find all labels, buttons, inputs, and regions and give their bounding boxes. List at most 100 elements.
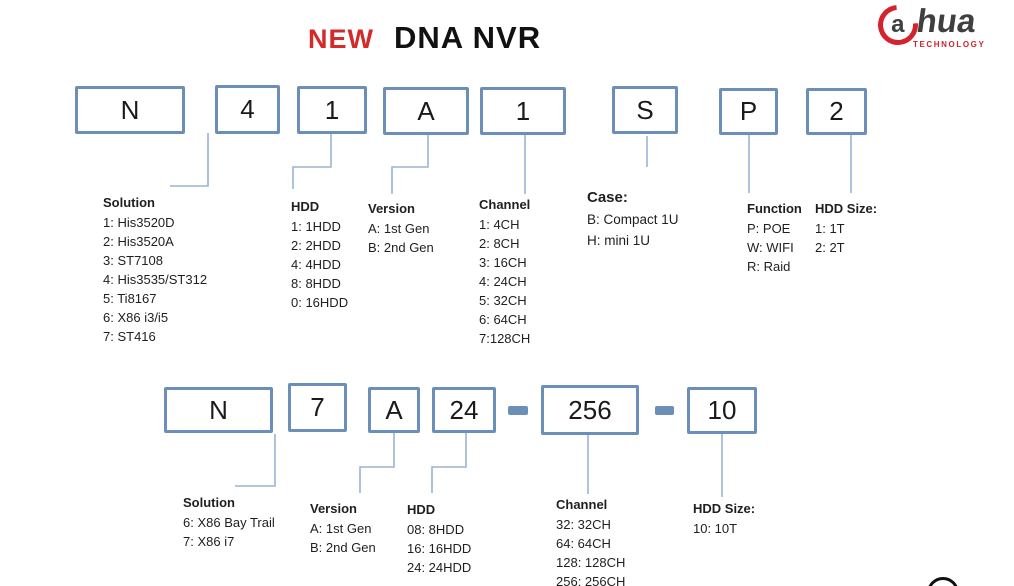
legend-heading: HDD Size: bbox=[815, 201, 878, 216]
legend-top-version: Version A: 1st Gen B: 2nd Gen bbox=[368, 200, 434, 257]
code-box-top-hdd: 4 bbox=[215, 85, 280, 134]
legend-item: 16: 16HDD bbox=[407, 541, 472, 556]
logo-tagline: TECHNOLOGY bbox=[913, 40, 986, 49]
legend-item: 2: His3520A bbox=[103, 234, 174, 249]
legend-bottom-hdd: HDD 08: 8HDD 16: 16HDD 24: 24HDD bbox=[407, 501, 471, 577]
legend-heading: Channel bbox=[556, 497, 608, 512]
legend-item: 32: 32CH bbox=[556, 517, 611, 532]
legend-heading: Case: bbox=[587, 189, 628, 206]
legend-item: A: 1st Gen bbox=[310, 521, 372, 536]
partial-circle-decoration bbox=[927, 577, 959, 586]
code-box-bottom-hddsize: 10 bbox=[687, 387, 757, 434]
legend-bottom-solution: Solution 6: X86 Bay Trail 7: X86 i7 bbox=[183, 494, 275, 551]
legend-item: 4: 24CH bbox=[479, 274, 527, 289]
legend-item: 7: X86 i7 bbox=[183, 534, 235, 549]
legend-top-hdd: HDD 1: 1HDD 2: 2HDD 4: 4HDD 8: 8HDD 0: 16HDD bbox=[291, 198, 348, 312]
legend-heading: HDD bbox=[407, 502, 436, 517]
legend-item: 2: 2T bbox=[815, 240, 845, 255]
logo-letter: a bbox=[891, 10, 905, 38]
legend-items: 1: 1HDD 2: 2HDD 4: 4HDD 8: 8HDD 0: 16HDD bbox=[291, 217, 348, 312]
legend-item: 128: 128CH bbox=[556, 555, 626, 570]
legend-heading: Solution bbox=[183, 495, 235, 510]
legend-top-channel: Channel 1: 4CH 2: 8CH 3: 16CH 4: 24CH 5: 32C… bbox=[479, 196, 530, 348]
code-box-top-case: S bbox=[612, 86, 678, 134]
code-box-bottom-channel: 256 bbox=[541, 385, 639, 435]
legend-item: B: 2nd Gen bbox=[368, 240, 434, 255]
legend-items: 10: 10T bbox=[693, 519, 755, 538]
legend-heading: Version bbox=[368, 201, 415, 216]
legend-item: A: 1st Gen bbox=[368, 221, 430, 236]
legend-item: 256: 256CH bbox=[556, 574, 626, 586]
legend-item: 5: Ti8167 bbox=[103, 291, 157, 306]
legend-bottom-version: Version A: 1st Gen B: 2nd Gen bbox=[310, 500, 376, 557]
legend-item: 2: 2HDD bbox=[291, 238, 341, 253]
legend-item: 1: 4CH bbox=[479, 217, 520, 232]
legend-items: 1: His3520D 2: His3520A 3: ST7108 4: His353… bbox=[103, 213, 207, 346]
legend-item: 64: 64CH bbox=[556, 536, 611, 551]
legend-item: B: Compact 1U bbox=[587, 212, 679, 227]
code-box-bottom-solution-n: N bbox=[164, 387, 273, 433]
legend-item: 24: 24HDD bbox=[407, 560, 472, 575]
legend-item: W: WIFI bbox=[747, 240, 794, 255]
legend-top-case: Case: B: Compact 1U H: mini 1U bbox=[587, 189, 679, 251]
legend-item: 5: 32CH bbox=[479, 293, 527, 308]
code-box-top-channel: 1 bbox=[480, 87, 566, 135]
legend-item: 6: X86 Bay Trail bbox=[183, 515, 275, 530]
legend-item: R: Raid bbox=[747, 259, 791, 274]
title-text: DNA NVR bbox=[394, 20, 542, 55]
code-box-top-function: P bbox=[719, 88, 778, 135]
legend-items: 1: 4CH 2: 8CH 3: 16CH 4: 24CH 5: 32CH 6: 64CH… bbox=[479, 215, 530, 348]
code-box-bottom-hdd: 24 bbox=[432, 387, 496, 433]
legend-items: P: POE W: WIFI R: Raid bbox=[747, 219, 802, 276]
dash-separator bbox=[508, 406, 528, 415]
legend-heading: HDD Size: bbox=[693, 501, 756, 516]
legend-item: 1: 1T bbox=[815, 221, 845, 236]
legend-heading: Version bbox=[310, 501, 357, 516]
legend-item: 8: 8HDD bbox=[291, 276, 341, 291]
legend-heading: Channel bbox=[479, 197, 531, 212]
legend-top-function: Function P: POE W: WIFI R: Raid bbox=[747, 200, 802, 276]
legend-item: 1: His3520D bbox=[103, 215, 175, 230]
legend-items: B: Compact 1U H: mini 1U bbox=[587, 209, 679, 251]
legend-heading: HDD bbox=[291, 199, 320, 214]
legend-item: 2: 8CH bbox=[479, 236, 520, 251]
legend-top-solution: Solution 1: His3520D 2: His3520A 3: ST7108… bbox=[103, 194, 207, 346]
legend-item: 0: 16HDD bbox=[291, 295, 349, 310]
legend-items: 6: X86 Bay Trail 7: X86 i7 bbox=[183, 513, 275, 551]
legend-item: 4: 4HDD bbox=[291, 257, 341, 272]
legend-heading: Solution bbox=[103, 195, 155, 210]
logo-wordmark: hua bbox=[914, 2, 979, 39]
legend-items: 08: 8HDD 16: 16HDD 24: 24HDD bbox=[407, 520, 471, 577]
code-box-top-version: A bbox=[383, 87, 469, 135]
legend-item: 7:128CH bbox=[479, 331, 531, 346]
legend-item: 4: His3535/ST312 bbox=[103, 272, 208, 287]
legend-item: 7: ST416 bbox=[103, 329, 156, 344]
legend-item: 3: ST7108 bbox=[103, 253, 163, 268]
code-box-top-solution: N bbox=[75, 86, 185, 134]
legend-item: P: POE bbox=[747, 221, 791, 236]
legend-items: 32: 32CH 64: 64CH 128: 128CH 256: 256CH bbox=[556, 515, 625, 586]
code-box-bottom-version: A bbox=[368, 387, 420, 433]
legend-item: 6: X86 i3/i5 bbox=[103, 310, 169, 325]
legend-bottom-channel: Channel 32: 32CH 64: 64CH 128: 128CH 256: 2… bbox=[556, 496, 625, 586]
legend-heading: Function bbox=[747, 201, 802, 216]
legend-item: 6: 64CH bbox=[479, 312, 527, 327]
legend-item: H: mini 1U bbox=[587, 233, 651, 248]
code-box-top-hddsize: 2 bbox=[806, 88, 867, 135]
dash-separator bbox=[655, 406, 674, 415]
legend-item: 3: 16CH bbox=[479, 255, 527, 270]
legend-item: 08: 8HDD bbox=[407, 522, 465, 537]
legend-items: 1: 1T 2: 2T bbox=[815, 219, 877, 257]
legend-bottom-hddsize: HDD Size: 10: 10T bbox=[693, 500, 755, 538]
code-box-top-hdd2: 1 bbox=[297, 86, 367, 134]
legend-item: B: 2nd Gen bbox=[310, 540, 376, 555]
legend-items: A: 1st Gen B: 2nd Gen bbox=[368, 219, 434, 257]
legend-item: 1: 1HDD bbox=[291, 219, 341, 234]
code-box-bottom-solution: 7 bbox=[288, 383, 347, 432]
legend-item: 10: 10T bbox=[693, 521, 738, 536]
page-title: NEW DNA NVR bbox=[308, 20, 541, 56]
legend-top-hddsize: HDD Size: 1: 1T 2: 2T bbox=[815, 200, 877, 257]
legend-items: A: 1st Gen B: 2nd Gen bbox=[310, 519, 376, 557]
new-badge: NEW bbox=[308, 24, 374, 54]
